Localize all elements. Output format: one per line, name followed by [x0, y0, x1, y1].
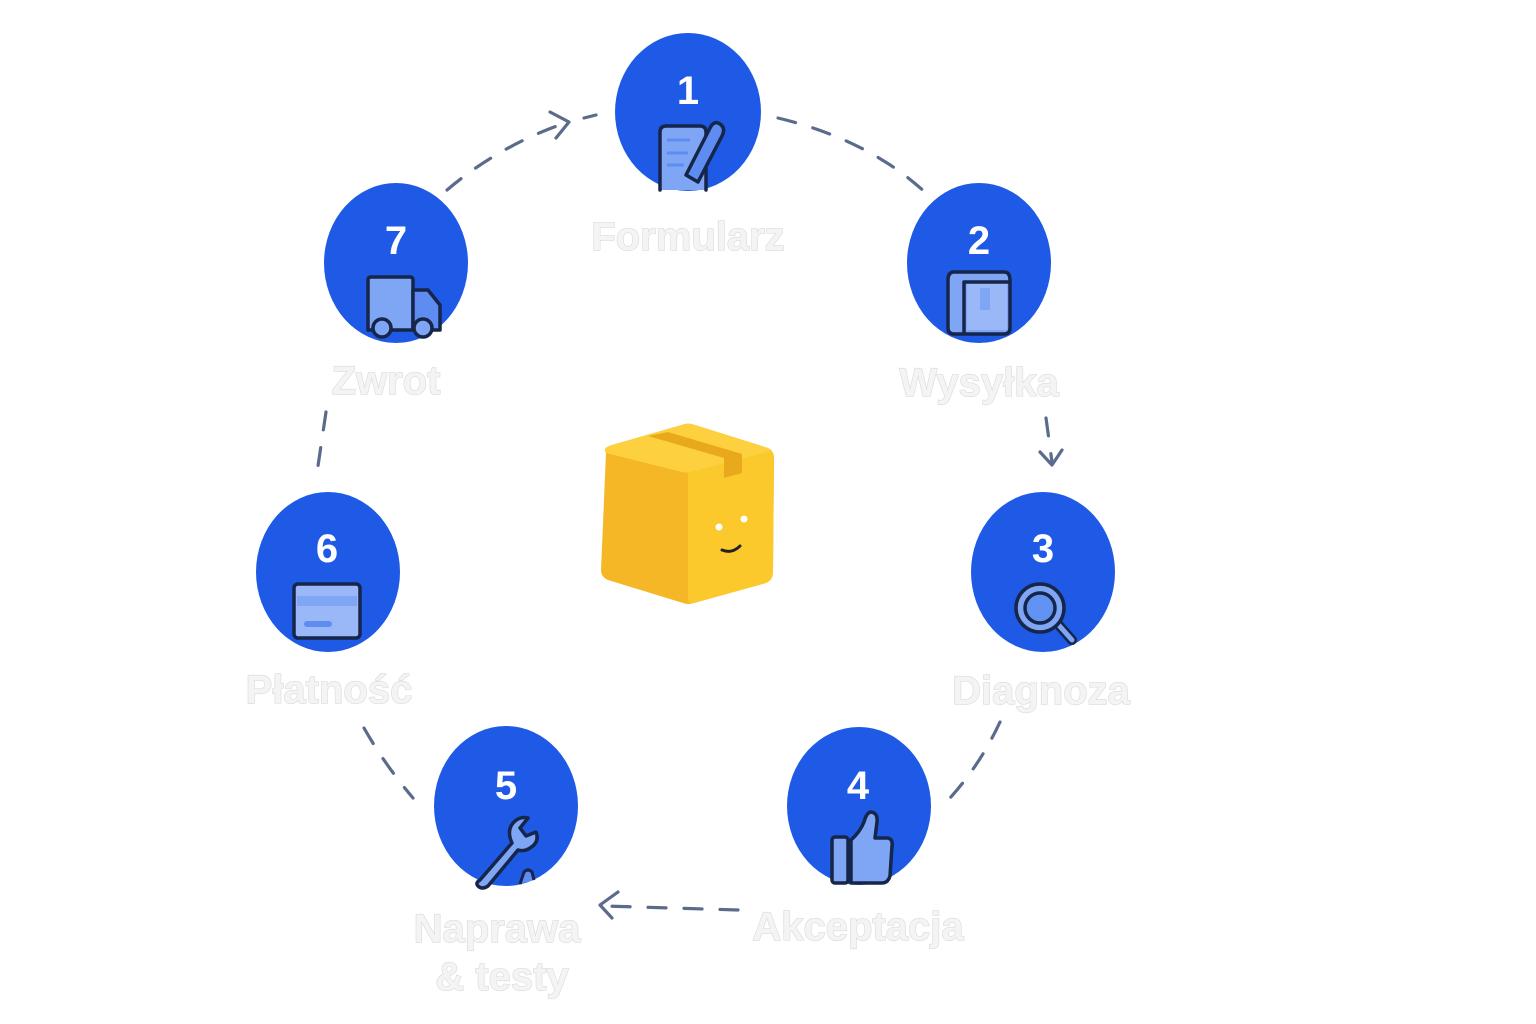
- delivery-truck-icon: [366, 275, 442, 339]
- connector-5-to-6: [362, 726, 415, 800]
- step-number: 7: [385, 219, 407, 263]
- connector-1-to-2: [776, 116, 930, 197]
- thumbs-up-icon: [830, 810, 894, 885]
- step-node-3: 3 Diagnoza: [952, 492, 1131, 714]
- step-label: Zwrot: [332, 359, 441, 403]
- step-circle: [256, 492, 400, 652]
- connector-6-to-7: [316, 410, 328, 468]
- step-number: 3: [1032, 527, 1054, 571]
- step-label: Formularz: [591, 215, 784, 259]
- step-circle: [787, 727, 931, 885]
- step-label: Wysyłka: [899, 361, 1059, 405]
- step-number: 5: [495, 764, 517, 808]
- step-number: 4: [847, 764, 870, 808]
- step-node-1: 1 Formularz: [591, 33, 785, 260]
- magnifier-icon: [1014, 582, 1077, 645]
- connector-7-to-1-tail: [582, 113, 598, 120]
- step-label: Akceptacja: [752, 905, 964, 949]
- step-node-7: 7 Zwrot: [324, 183, 468, 404]
- package-box-icon: [946, 270, 1012, 336]
- connector-7-to-1: [445, 120, 570, 192]
- step-number: 6: [316, 527, 338, 571]
- arrowhead-4-to-5: [598, 890, 620, 920]
- step-label: Diagnoza: [952, 669, 1131, 713]
- step-node-4: 4 Akceptacja: [752, 727, 965, 950]
- center-box-mascot: [601, 423, 774, 604]
- connector-4-to-5: [602, 904, 740, 912]
- step-circle: [907, 183, 1051, 343]
- connector-3-to-4: [948, 720, 1002, 800]
- connector-2-to-3: [1044, 416, 1054, 464]
- step-label: Naprawa: [414, 907, 581, 951]
- smiling-cardboard-box-icon: [601, 423, 774, 604]
- arrowhead-7-to-1: [548, 110, 571, 140]
- step-node-6: 6 Płatność: [245, 492, 413, 713]
- step-circle: [434, 726, 578, 886]
- step-node-5: 5 Naprawa & testy: [413, 726, 582, 1000]
- step-label-line2: & testy: [435, 955, 569, 999]
- form-pencil-icon: [658, 120, 726, 192]
- wrench-icon: [475, 815, 539, 890]
- step-number: 1: [677, 69, 699, 113]
- credit-card-icon: [292, 582, 362, 640]
- step-label: Płatność: [246, 668, 413, 712]
- step-number: 2: [968, 219, 990, 263]
- arrowhead-2-to-3: [1038, 448, 1064, 467]
- step-circle: [971, 492, 1115, 652]
- step-node-2: 2 Wysyłka: [899, 183, 1060, 406]
- step-circle: [615, 33, 761, 191]
- connectors: [316, 110, 1064, 920]
